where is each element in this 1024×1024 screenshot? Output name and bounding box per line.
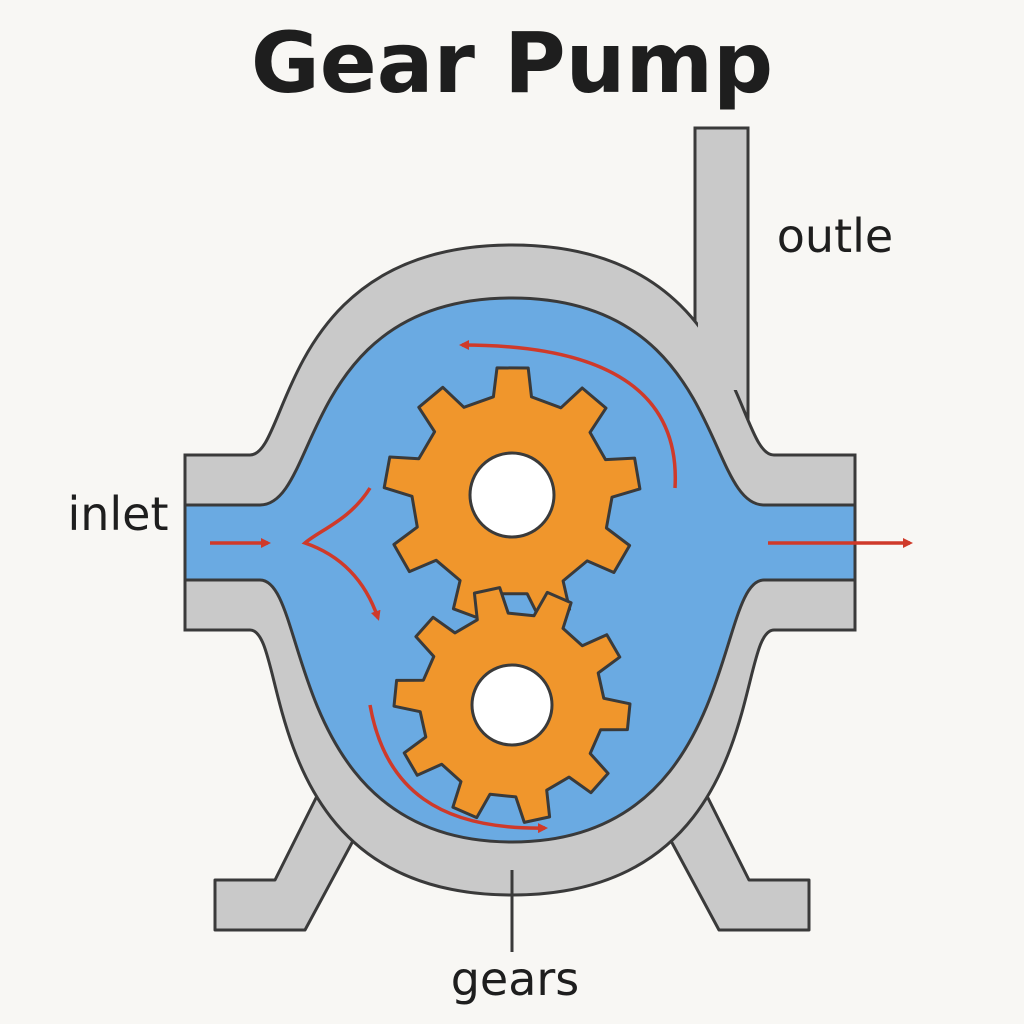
upper-flow-arrow [459,340,677,489]
outlet-label: outle [777,209,893,263]
lower-gear-shaft-hole [470,663,554,747]
flow-arrows [210,340,913,834]
upper-gear-shaft-hole [468,451,556,539]
gears-group [382,366,642,824]
lower-flow-arrow [368,704,548,834]
gears-label: gears [451,952,580,1006]
split-arrow [301,487,381,621]
inlet-label: inlet [67,487,168,541]
diagram-title: Gear Pump [251,14,773,112]
